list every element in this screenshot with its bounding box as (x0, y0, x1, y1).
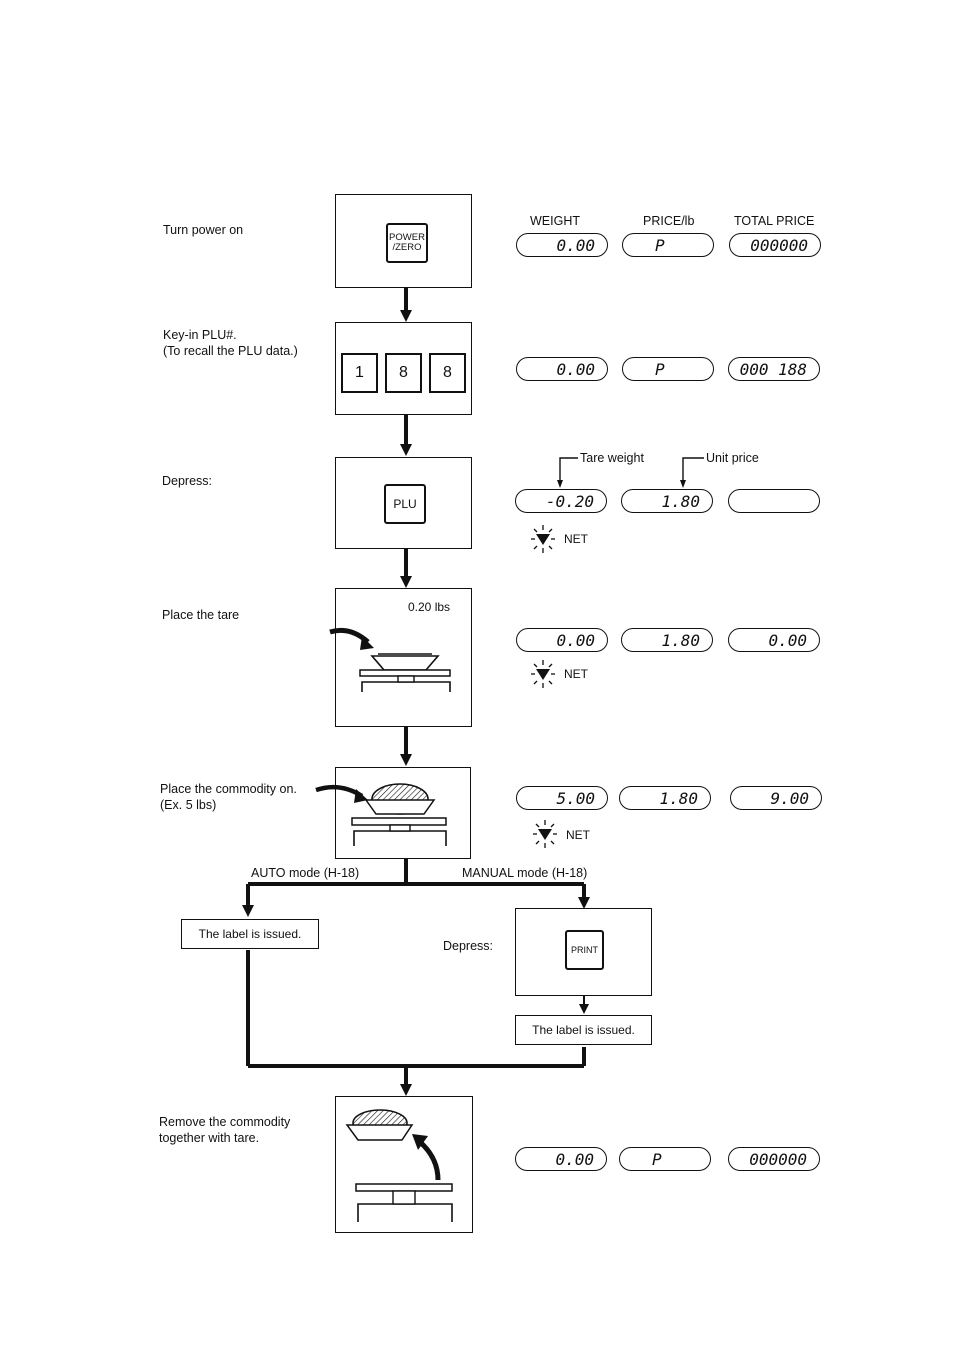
total-display-1: 000000 (729, 233, 821, 257)
price-display-1: P (622, 233, 714, 257)
step5-label: Place the commodity on. (Ex. 5 lbs) (160, 782, 297, 812)
flow-arrowheads (242, 310, 590, 1096)
weight-display-5: 5.00 (516, 786, 608, 810)
total-display-5: 9.00 (730, 786, 822, 810)
step3-box: PLU (335, 457, 472, 549)
power-zero-key-label: POWER /ZERO (389, 232, 425, 253)
print-key-label: PRINT (571, 945, 598, 955)
step1-label: Turn power on (163, 223, 244, 237)
step5-box (335, 767, 471, 859)
total-display-2: 000 188 (728, 357, 820, 381)
price-display-6: P (619, 1147, 711, 1171)
tare-weight-note: 0.20 lbs (408, 600, 451, 614)
step2-box: 1 8 8 (335, 322, 472, 415)
manual-depress-label: Depress: (443, 939, 494, 953)
net-label-3: NET (564, 532, 588, 546)
plu-key-label: PLU (393, 497, 417, 511)
net-indicator-icons (531, 525, 557, 848)
auto-label-issued: The label is issued. (181, 919, 319, 949)
num-key-1[interactable]: 1 (341, 353, 378, 393)
price-display-2: P (622, 357, 714, 381)
weight-display-1: 0.00 (516, 233, 608, 257)
step6-box (335, 1096, 473, 1233)
price-display-3: 1.80 (621, 489, 713, 513)
header-weight: WEIGHT (530, 214, 580, 228)
plu-key[interactable]: PLU (384, 484, 426, 524)
commodity-pictogram (315, 783, 447, 846)
weight-display-3: -0.20 (515, 489, 607, 513)
tare-pictogram (329, 627, 451, 692)
weight-display-6: 0.00 (515, 1147, 607, 1171)
step1-box: POWER /ZERO (335, 194, 472, 288)
manual-label-issued: The label is issued. (515, 1015, 652, 1045)
price-display-5: 1.80 (619, 786, 711, 810)
net-label-5: NET (566, 828, 590, 842)
net-label-4: NET (564, 667, 588, 681)
total-display-3 (728, 489, 820, 513)
num-key-8a[interactable]: 8 (385, 353, 422, 393)
power-zero-key[interactable]: POWER /ZERO (386, 223, 428, 263)
step3-label: Depress: (162, 474, 213, 488)
flow-connectors (246, 287, 586, 1086)
price-display-4: 1.80 (621, 628, 713, 652)
total-display-4: 0.00 (728, 628, 820, 652)
weight-display-4: 0.00 (516, 628, 608, 652)
step4-box: 0.20 lbs (335, 588, 472, 727)
remove-pictogram (345, 1109, 453, 1222)
auto-mode-label: AUTO mode (H-18) (251, 866, 360, 880)
tare-weight-annotation: Tare weight (580, 451, 644, 465)
header-total: TOTAL PRICE (734, 214, 815, 228)
header-price: PRICE/lb (643, 214, 695, 228)
num-key-8b[interactable]: 8 (429, 353, 466, 393)
unit-price-annotation: Unit price (706, 451, 759, 465)
print-key[interactable]: PRINT (565, 930, 604, 970)
step2-label: Key-in PLU#. (To recall the PLU data.) (163, 328, 298, 358)
manual-mode-label: MANUAL mode (H-18) (462, 866, 588, 880)
weight-display-2: 0.00 (516, 357, 608, 381)
print-step-box: PRINT (515, 908, 652, 996)
annotation-lines (559, 457, 704, 480)
step6-label: Remove the commodity together with tare. (159, 1115, 291, 1145)
step4-label: Place the tare (162, 608, 240, 622)
total-display-6: 000000 (728, 1147, 820, 1171)
